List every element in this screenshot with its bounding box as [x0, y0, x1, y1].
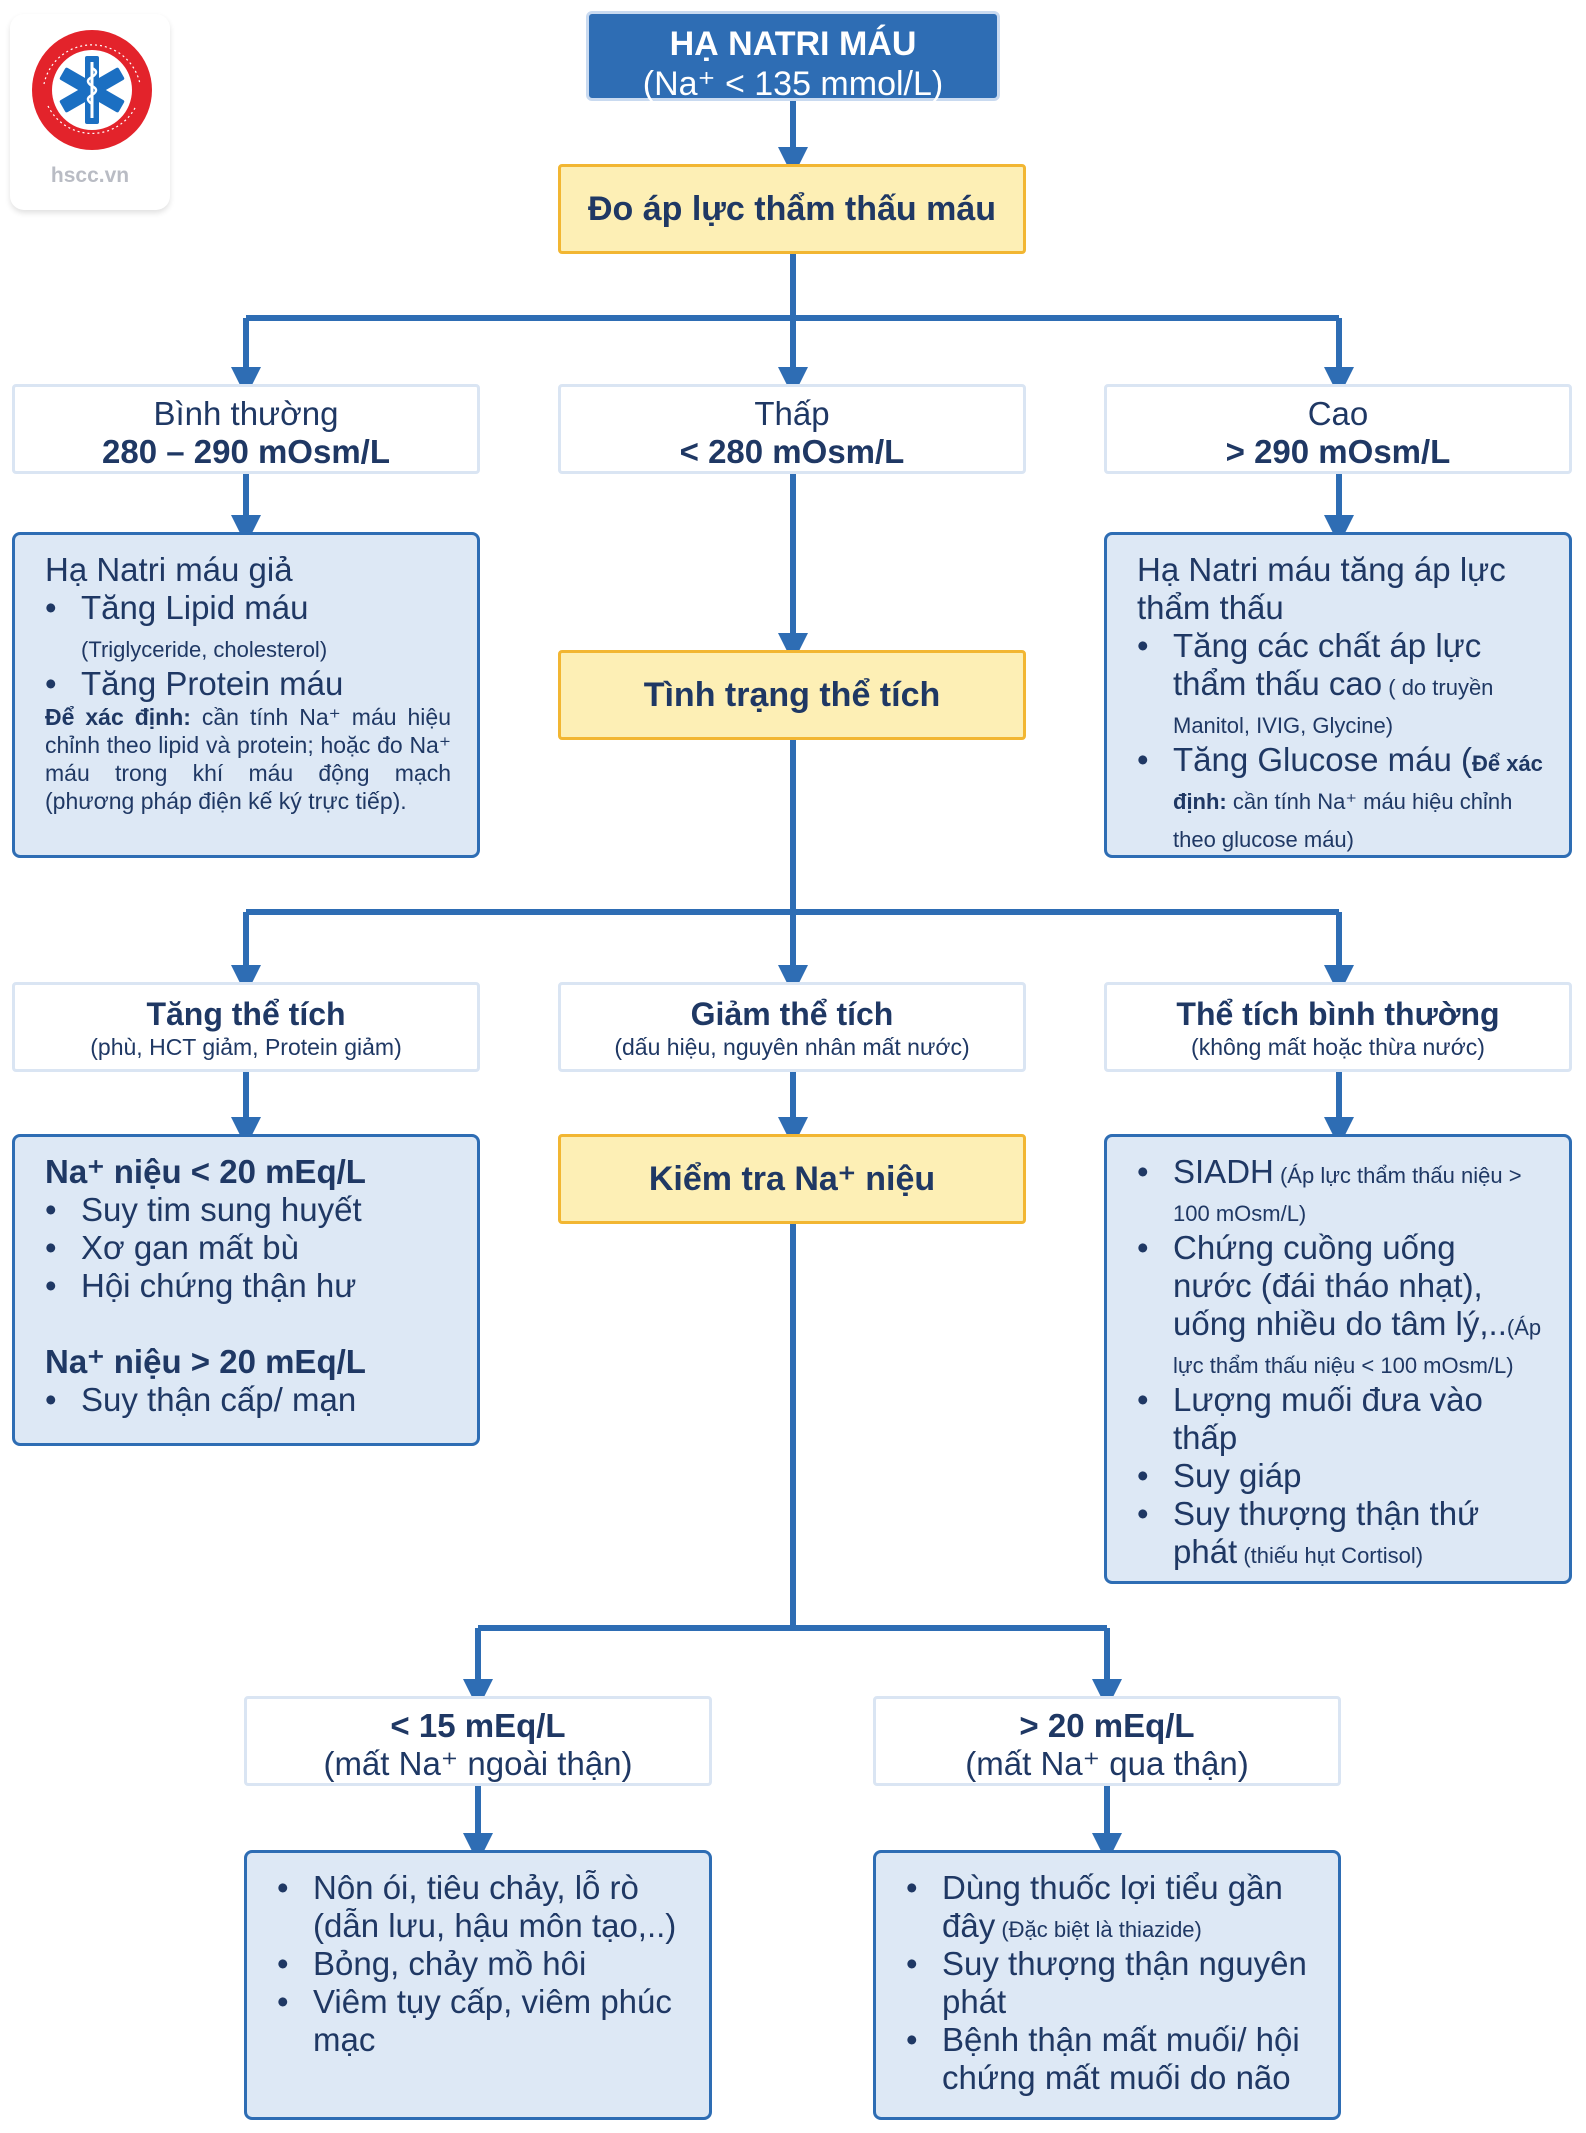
hyperosmolar-box: Hạ Natri máu tăng áp lực thẩm thấu Tăng … [1104, 532, 1572, 858]
vol-dec-title: Giảm thể tích [690, 996, 894, 1032]
vol-inc-node: Tăng thể tích (phù, HCT giảm, Protein gi… [12, 982, 480, 1072]
vol-dec-node: Giảm thể tích (dấu hiệu, nguyên nhân mất… [558, 982, 1026, 1072]
list-item: Tăng các chất áp lực thẩm thấu cao ( do … [1137, 627, 1543, 741]
list-item: Suy thượng thận nguyên phát [906, 1945, 1312, 2021]
pseudo-item2: Tăng Protein máu [81, 665, 344, 702]
list-item: Hội chứng thận hư [45, 1267, 451, 1305]
list-item: Bỏng, chảy mồ hôi [277, 1945, 683, 1983]
list-item: Viêm tụy cấp, viêm phúc mạc [277, 1983, 683, 2059]
list-item: Suy thượng thận thứ phát (thiếu hụt Cort… [1137, 1495, 1543, 1571]
inc-h1: Na⁺ niệu < 20 mEq/L [45, 1153, 366, 1190]
step-measure-osmolality: Đo áp lực thẩm thấu máu [558, 164, 1026, 254]
pseudo-item1: Tăng Lipid máu [81, 589, 309, 626]
una-high-title: > 20 mEq/L [1019, 1707, 1195, 1744]
list-item: Dùng thuốc lợi tiểu gần đây (Đặc biệt là… [906, 1869, 1312, 1945]
hyper-item1: Tăng các chất áp lực thẩm thấu cao [1173, 627, 1482, 702]
vol-inc-sub: (phù, HCT giảm, Protein giảm) [90, 1034, 402, 1060]
step-urine-sodium: Kiểm tra Na⁺ niệu [558, 1134, 1026, 1224]
osm-normal-label: Bình thường [153, 395, 339, 432]
osm-high-value: > 290 mOsm/L [1225, 433, 1451, 470]
osm-high-node: Cao > 290 mOsm/L [1104, 384, 1572, 474]
vol-norm-node: Thể tích bình thường (không mất hoặc thừ… [1104, 982, 1572, 1072]
pseudo-note: Để xác định: cần tính Na⁺ máu hiệu chỉnh… [45, 703, 451, 815]
list-item: Tăng Glucose máu (Để xác định: cần tính … [1137, 741, 1543, 855]
inc-volume-box: Na⁺ niệu < 20 mEq/L Suy tim sung huyết X… [12, 1134, 480, 1446]
inc-h2: Na⁺ niệu > 20 mEq/L [45, 1343, 366, 1380]
renal-box: Dùng thuốc lợi tiểu gần đây (Đặc biệt là… [873, 1850, 1341, 2120]
vol-norm-title: Thể tích bình thường [1176, 996, 1500, 1032]
list-item: Suy tim sung huyết [45, 1191, 451, 1229]
hyper-item1-note: ( do truyền Manitol, IVIG, Glycine) [1173, 675, 1494, 738]
una-low-title: < 15 mEq/L [390, 1707, 566, 1744]
list-item: SIADH (Áp lực thẩm thấu niệu > 100 mOsm/… [1137, 1153, 1543, 1229]
vol-dec-sub: (dấu hiệu, nguyên nhân mất nước) [614, 1034, 970, 1060]
una-high-sub: (mất Na⁺ qua thận) [965, 1745, 1249, 1782]
una-high-node: > 20 mEq/L (mất Na⁺ qua thận) [873, 1696, 1341, 1786]
norm-i1-note: (Áp lực thẩm thấu niệu > 100 mOsm/L) [1173, 1163, 1522, 1226]
renal-i1-note: (Đặc biệt là thiazide) [995, 1917, 1202, 1942]
root-node: HẠ NATRI MÁU (Na⁺ < 135 mmol/L) [586, 11, 1000, 103]
list-item: Chứng cuồng uống nước (đái tháo nhạt), u… [1137, 1229, 1543, 1381]
logo-site-text: hscc.vn [50, 164, 130, 187]
list-item: Suy giáp [1137, 1457, 1543, 1495]
osm-low-node: Thấp < 280 mOsm/L [558, 384, 1026, 474]
list-item: Bệnh thận mất muối/ hội chứng mất muối d… [906, 2021, 1312, 2097]
list-item: Tăng Lipid máu (Triglyceride, cholesterol… [45, 589, 451, 665]
vol-norm-sub: (không mất hoặc thừa nước) [1191, 1034, 1485, 1060]
norm-i2: Chứng cuồng uống nước (đái tháo nhạt), u… [1173, 1229, 1507, 1342]
osm-low-value: < 280 mOsm/L [679, 433, 905, 470]
renal-i1: Dùng thuốc lợi tiểu gần đây [942, 1869, 1283, 1944]
extrarenal-box: Nôn ói, tiêu chảy, lỗ rò (dẫn lưu, hậu m… [244, 1850, 712, 2120]
una-low-node: < 15 mEq/L (mất Na⁺ ngoài thận) [244, 1696, 712, 1786]
osm-normal-value: 280 – 290 mOsm/L [101, 433, 390, 470]
list-item: Suy thận cấp/ mạn [45, 1381, 451, 1419]
pseudo-title: Hạ Natri máu giả [45, 551, 293, 588]
norm-i1: SIADH [1173, 1153, 1274, 1190]
norm-i5: Suy thượng thận thứ phát [1173, 1495, 1480, 1570]
step-volume-status: Tình trạng thể tích [558, 650, 1026, 740]
osm-low-label: Thấp [754, 395, 830, 432]
hyper-item2-bold: Để xác định: [1173, 751, 1543, 814]
list-item: Lượng muối đưa vào thấp [1137, 1381, 1543, 1457]
pseudo-item1-note: (Triglyceride, cholesterol) [81, 637, 328, 662]
vol-inc-title: Tăng thể tích [146, 996, 346, 1032]
hscc-logo: hscc.vn [10, 14, 170, 210]
una-low-sub: (mất Na⁺ ngoài thận) [323, 1745, 633, 1782]
pseudo-note-text: cần tính Na⁺ máu hiệu chỉnh theo lipid v… [45, 704, 451, 814]
list-item: Tăng Protein máu [45, 665, 451, 703]
list-item: Xơ gan mất bù [45, 1229, 451, 1267]
emergency-logo-icon [32, 30, 152, 150]
osm-high-label: Cao [1307, 395, 1369, 432]
hyper-item2-note: cần tính Na⁺ máu hiệu chỉnh theo glucose… [1173, 789, 1513, 852]
root-title: HẠ NATRI MÁU [669, 25, 917, 63]
hyper-title: Hạ Natri máu tăng áp lực thẩm thấu [1137, 551, 1506, 626]
pseudo-note-bold: Để xác định: [45, 704, 191, 730]
list-item: Nôn ói, tiêu chảy, lỗ rò (dẫn lưu, hậu m… [277, 1869, 683, 1945]
pseudo-hyponatremia-box: Hạ Natri máu giả Tăng Lipid máu (Triglyce… [12, 532, 480, 858]
norm-volume-box: SIADH (Áp lực thẩm thấu niệu > 100 mOsm/… [1104, 1134, 1572, 1584]
root-subtitle: (Na⁺ < 135 mmol/L) [642, 65, 944, 103]
osm-normal-node: Bình thường 280 – 290 mOsm/L [12, 384, 480, 474]
norm-i2-note: (Áp lực thẩm thấu niệu < 100 mOsm/L) [1173, 1315, 1542, 1378]
hyper-item2: Tăng Glucose máu ( [1173, 741, 1472, 778]
norm-i5-note: (thiếu hụt Cortisol) [1237, 1543, 1424, 1568]
